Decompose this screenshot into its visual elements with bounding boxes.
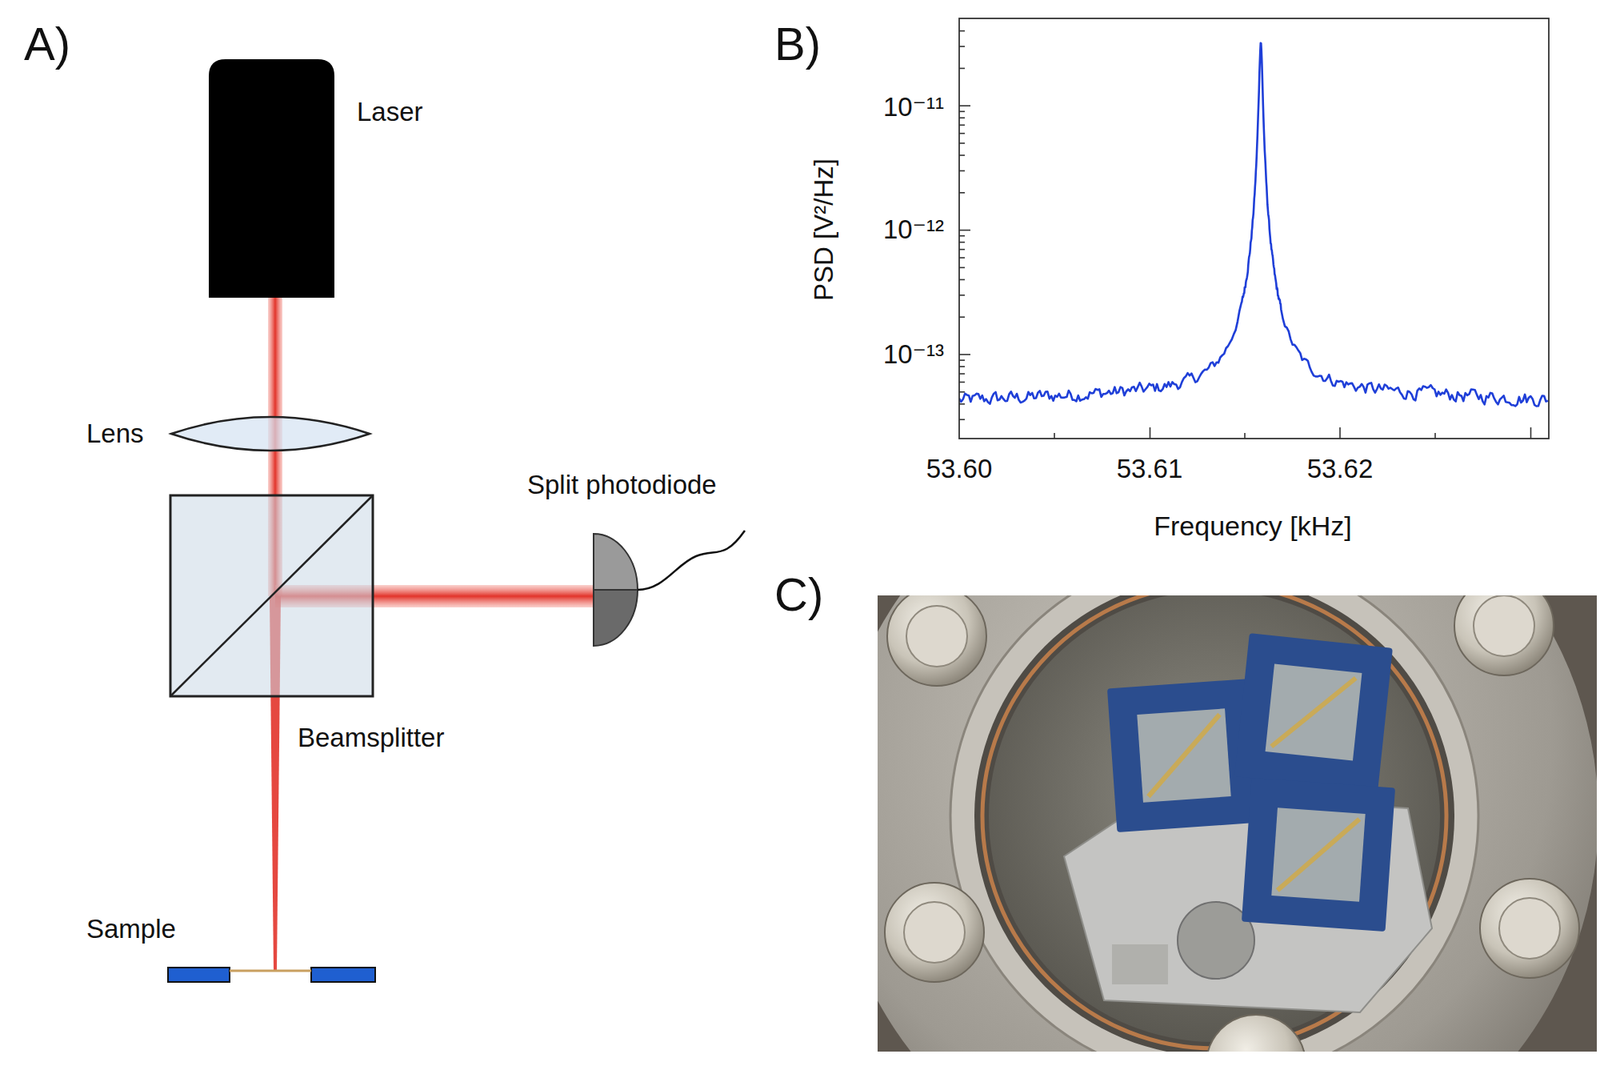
plot-area — [959, 43, 1548, 407]
part-label: Lens — [86, 419, 144, 448]
axis-tick — [959, 381, 965, 384]
axis-tick — [959, 256, 965, 259]
part-label: Beamsplitter — [297, 723, 444, 752]
sample-frame-left — [168, 967, 230, 982]
part-label: Split photodiode — [527, 470, 717, 500]
axis-ticks — [959, 31, 1532, 439]
axis-title: Frequency [kHz] — [1153, 511, 1352, 541]
part-label: Laser — [356, 97, 424, 127]
bolt — [887, 595, 987, 686]
axis-tick — [959, 154, 965, 156]
laser-body — [208, 59, 335, 298]
sample-chip — [1241, 777, 1396, 932]
chip-membrane — [1143, 714, 1225, 796]
panel-label: C) — [774, 568, 824, 620]
tick-label: 53.62 — [1307, 454, 1374, 484]
beamsplitter-diagonal — [170, 495, 373, 696]
axis-tick — [959, 142, 965, 144]
axis-tick — [959, 267, 965, 269]
axis-tick — [959, 365, 965, 368]
axis-tick — [959, 279, 965, 281]
spectrum-plot — [959, 18, 1549, 439]
chip-window — [1265, 664, 1363, 761]
axis-tick — [1339, 427, 1341, 439]
axis-tick — [959, 241, 965, 244]
psd-curve — [959, 43, 1548, 407]
tick-label: 10⁻¹¹ — [883, 92, 944, 122]
panel-label: A) — [24, 18, 71, 70]
flange-bolts — [884, 595, 1580, 1052]
chip-window — [1136, 708, 1231, 802]
panel-label: B) — [774, 18, 821, 70]
plot-frame — [959, 18, 1549, 439]
bolt-head — [1473, 595, 1535, 656]
axis-tick — [959, 403, 965, 405]
axis-tick — [959, 104, 971, 107]
axis-tick — [959, 235, 965, 237]
chip-membrane — [1277, 813, 1360, 896]
bolt-head — [906, 605, 968, 667]
window-edge — [974, 595, 1455, 1052]
window-glass — [988, 595, 1440, 1042]
axis-tick — [959, 372, 965, 375]
tick-label: 10⁻¹² — [883, 215, 944, 244]
axis-tick — [959, 353, 971, 356]
axis-tick — [959, 30, 965, 32]
chip-membrane — [1271, 669, 1356, 755]
axis-tick — [1434, 432, 1436, 439]
axis-tick — [959, 192, 965, 194]
axis-tick — [1149, 427, 1152, 439]
axis-tick — [1244, 432, 1246, 439]
bolt — [884, 882, 984, 982]
sample-chip — [1234, 632, 1393, 792]
bolt — [1206, 1014, 1306, 1052]
tick-label: 53.61 — [1116, 454, 1184, 484]
axis-tick — [959, 294, 965, 296]
axis-tick — [959, 45, 965, 48]
chip-window — [1271, 807, 1365, 901]
axis-tick — [1053, 432, 1056, 439]
sample-frame-right — [311, 967, 376, 982]
axis-tick — [959, 116, 965, 119]
chip-frame — [1241, 777, 1396, 932]
photodiode-wire — [637, 530, 745, 590]
axis-tick — [959, 111, 965, 113]
lens-symbol — [171, 416, 370, 451]
axis-tick — [959, 418, 965, 420]
copper-gasket — [982, 595, 1447, 1048]
axis-tick — [959, 68, 965, 70]
bolt-head — [1499, 897, 1560, 959]
optical-setup — [168, 59, 745, 982]
holder-pocket — [1112, 944, 1168, 984]
axis-tick — [959, 229, 971, 232]
tick-label: 10⁻¹³ — [883, 340, 944, 369]
chamber-photo — [877, 595, 1597, 1052]
flange-seat — [950, 595, 1479, 1052]
axis-tick — [959, 248, 965, 251]
chip-frame — [1234, 632, 1393, 792]
sample-membrane — [229, 969, 312, 972]
photodiode-upper — [593, 533, 638, 590]
axis-tick — [959, 391, 965, 393]
axis-tick — [1530, 427, 1532, 439]
axis-tick — [959, 124, 965, 126]
photodiode-lower — [593, 589, 638, 646]
flange — [877, 595, 1597, 1052]
axis-tick — [959, 170, 965, 172]
axis-tick — [959, 359, 965, 361]
bolt-head — [904, 901, 965, 963]
axis-tick — [959, 132, 965, 135]
part-label: Sample — [86, 914, 176, 944]
beamsplitter-cube — [170, 495, 373, 696]
tick-label: 53.60 — [926, 454, 993, 484]
axis-tick — [959, 316, 965, 318]
bolt — [1454, 595, 1554, 676]
bolt — [1480, 878, 1580, 978]
axis-title: PSD [V²/Hz] — [809, 158, 839, 301]
